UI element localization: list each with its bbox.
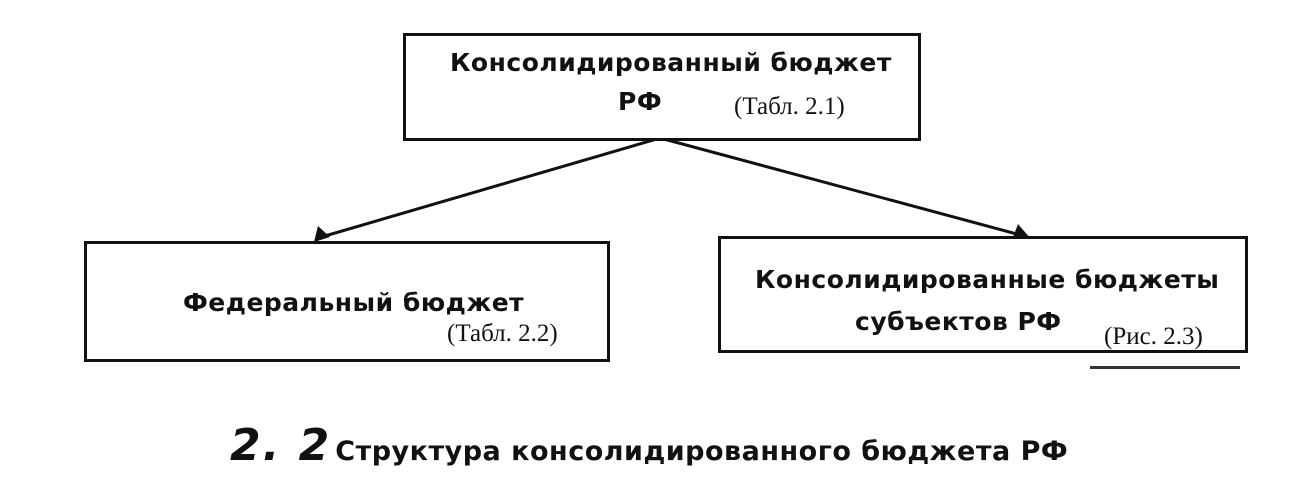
consolidated-budget-ref: (Табл. 2.1): [734, 93, 845, 120]
regional-budgets-title-line2: субъектов РФ: [855, 307, 1062, 336]
regional-budgets-box: Консолидированные бюджеты субъектов РФ (…: [718, 236, 1248, 353]
figure-caption-text: Структура консолидированного бюджета РФ: [335, 436, 1069, 467]
regional-budgets-ref: (Рис. 2.3): [1104, 323, 1203, 350]
consolidated-budget-title: Консолидированный бюджет: [450, 48, 892, 77]
federal-budget-ref: (Табл. 2.2): [447, 320, 558, 347]
arrow-to-federal: [317, 136, 661, 240]
regional-budgets-title: Консолидированные бюджеты: [755, 265, 1220, 294]
federal-budget-box: Федеральный бюджет (Табл. 2.2): [84, 241, 610, 362]
scan-underline-mark: [1090, 366, 1240, 369]
arrowhead-federal: [314, 226, 330, 242]
figure-number: 2. 2: [230, 420, 332, 471]
consolidated-budget-box: Консолидированный бюджет РФ (Табл. 2.1): [403, 33, 921, 141]
arrow-to-regional: [659, 136, 1029, 239]
federal-budget-title: Федеральный бюджет: [183, 288, 525, 317]
consolidated-budget-title-line2: РФ: [618, 87, 663, 116]
